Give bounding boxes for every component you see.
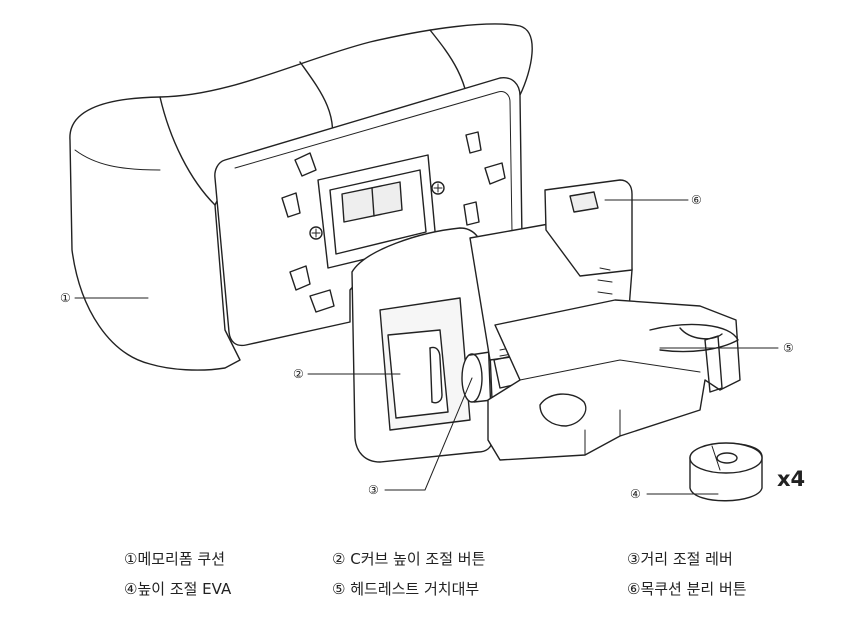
legend-item: ⑥목쿠션 분리 버튼	[627, 580, 747, 598]
leader-lines	[74, 199, 779, 495]
legend-item: ①메모리폼 쿠션	[124, 550, 226, 568]
product-diagram	[69, 23, 779, 502]
callout-1: ①	[60, 291, 71, 305]
memory-foam-cushion	[69, 23, 533, 371]
parts-legend: ①메모리폼 쿠션 ② C커브 높이 조절 버튼 ③거리 조절 레버 ④높이 조절…	[0, 548, 860, 608]
eva-height-ring	[689, 442, 763, 502]
callout-3: ③	[368, 483, 379, 497]
callout-5: ⑤	[783, 341, 794, 355]
legend-item: ⑤ 헤드레스트 거치대부	[332, 580, 480, 598]
c-curve-height-button-housing	[351, 227, 493, 463]
headrest-mount	[487, 299, 741, 461]
legend-item: ③거리 조절 레버	[627, 550, 733, 568]
callout-6: ⑥	[691, 193, 702, 207]
callout-4: ④	[630, 487, 641, 501]
cushion-detach-button	[569, 191, 599, 213]
legend-item: ④높이 조절 EVA	[124, 580, 232, 598]
callout-2: ②	[293, 367, 304, 381]
legend-item: ② C커브 높이 조절 버튼	[332, 550, 486, 568]
quantity-label: x4	[777, 467, 806, 491]
